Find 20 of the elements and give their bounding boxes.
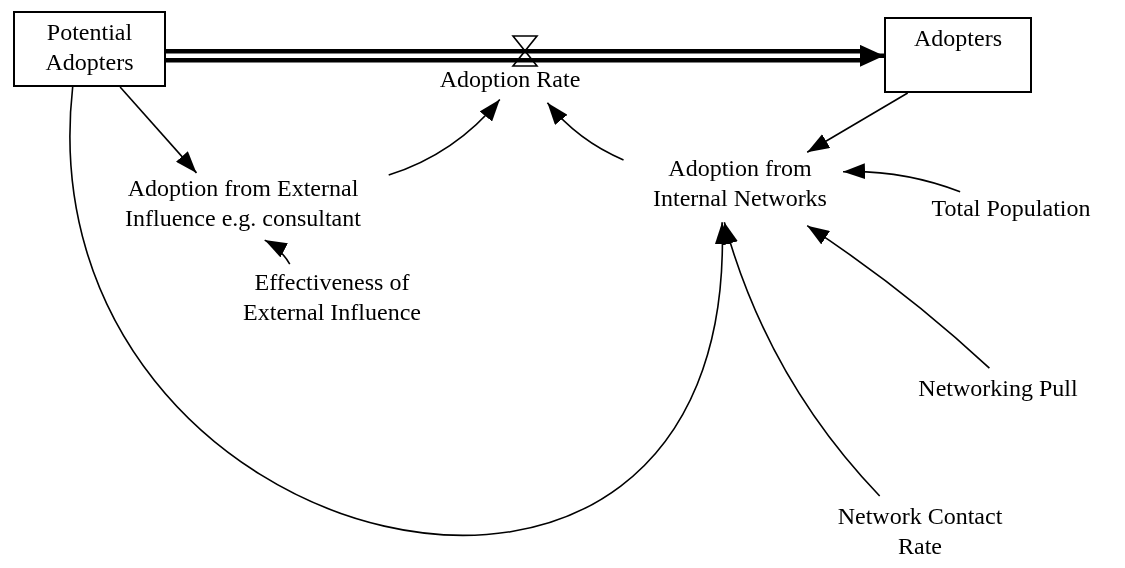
- stock-name: Adopters: [913, 24, 1003, 53]
- variable-label: Effectiveness of External Influence: [242, 268, 422, 327]
- arrow: [806, 92, 909, 153]
- arrow: [806, 224, 991, 369]
- variable-label: Adoption from Internal Networks: [652, 154, 828, 213]
- arrow: [722, 221, 881, 497]
- stock-box: [13, 11, 166, 87]
- variable-label: Adoption from External Influence e.g. consultant: [124, 174, 362, 233]
- variable-label: Network Contact Rate: [836, 502, 1004, 561]
- variable-label: Networking Pull: [917, 374, 1079, 403]
- stock-box: [884, 17, 1032, 93]
- rate-label: Adoption Rate: [438, 65, 582, 94]
- arrow: [263, 239, 291, 265]
- arrow: [842, 163, 961, 193]
- arrow: [387, 98, 501, 176]
- arrow: [119, 86, 198, 174]
- variable-label: Total Population: [930, 194, 1092, 223]
- arrow: [546, 102, 625, 161]
- stock-name: Potential Adopters: [44, 18, 135, 77]
- arrow: [71, 86, 729, 537]
